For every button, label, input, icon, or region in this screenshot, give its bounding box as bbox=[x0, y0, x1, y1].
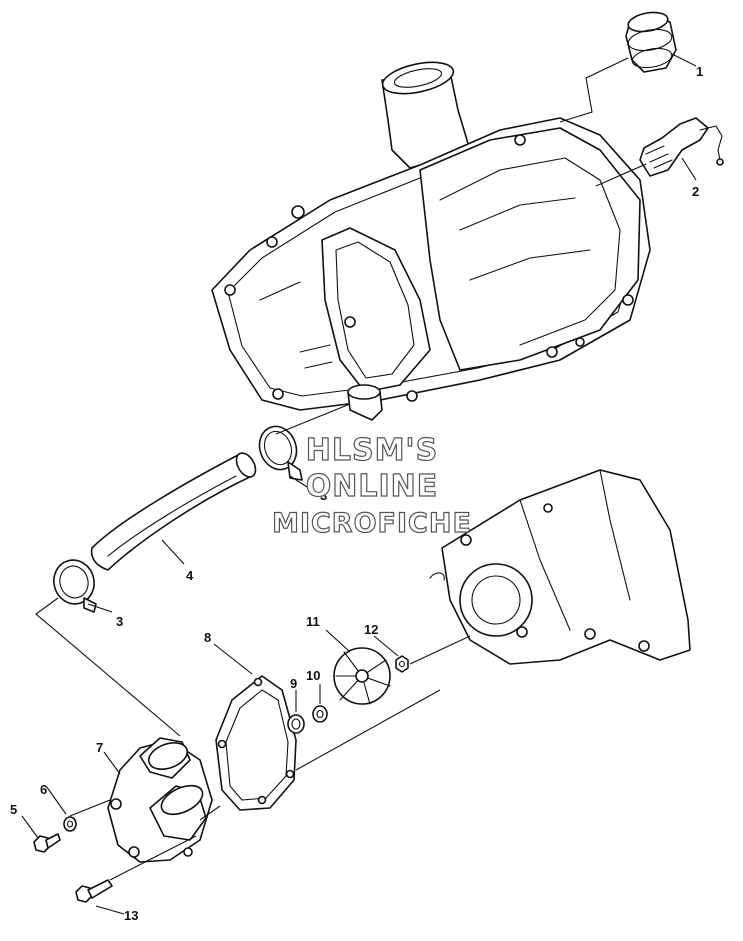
part-1-thermo-switch-cap bbox=[625, 11, 677, 73]
callout-9: 9 bbox=[290, 676, 297, 691]
part-6-washer bbox=[63, 816, 77, 832]
part-11-impeller bbox=[333, 647, 391, 705]
watermark: HLSM'S ONLINE MICROFICHE bbox=[271, 432, 472, 539]
leader-lines bbox=[21, 53, 697, 915]
callout-1: 1 bbox=[696, 64, 703, 79]
callout-6: 6 bbox=[40, 782, 47, 797]
callout-4: 4 bbox=[186, 568, 194, 583]
part-10-washer bbox=[312, 705, 328, 723]
callout-2: 2 bbox=[692, 184, 699, 199]
callout-13: 13 bbox=[124, 908, 138, 923]
part-8-pump-gasket bbox=[215, 675, 297, 811]
callout-11: 11 bbox=[306, 614, 320, 629]
watermark-line-1: HLSM'S bbox=[306, 433, 438, 468]
part-13-bolt bbox=[75, 879, 113, 903]
part-12-nut bbox=[395, 655, 409, 673]
crankcase-section bbox=[429, 469, 691, 665]
part-3-hose-clamp-upper bbox=[258, 425, 303, 481]
part-9-oil-seal bbox=[287, 714, 305, 734]
callout-3-upper: 3 bbox=[320, 488, 327, 503]
callout-8: 8 bbox=[204, 630, 211, 645]
part-2-temperature-sensor bbox=[639, 117, 724, 177]
watermark-line-2: ONLINE bbox=[306, 469, 439, 504]
callout-labels: 1 2 3 3 4 5 6 7 8 9 10 11 12 13 bbox=[10, 64, 703, 923]
callout-10: 10 bbox=[306, 668, 320, 683]
callout-12: 12 bbox=[364, 622, 378, 637]
part-5-bolt bbox=[33, 833, 61, 853]
part-7-water-pump-cover bbox=[107, 737, 213, 863]
callout-3-lower: 3 bbox=[116, 614, 123, 629]
callout-5: 5 bbox=[10, 802, 17, 817]
cylinder-head-assembly bbox=[211, 61, 651, 421]
part-4-coolant-hose bbox=[90, 452, 257, 571]
part-3-hose-clamp-lower bbox=[53, 559, 97, 613]
watermark-line-3: MICROFICHE bbox=[272, 508, 472, 539]
callout-7: 7 bbox=[96, 740, 103, 755]
